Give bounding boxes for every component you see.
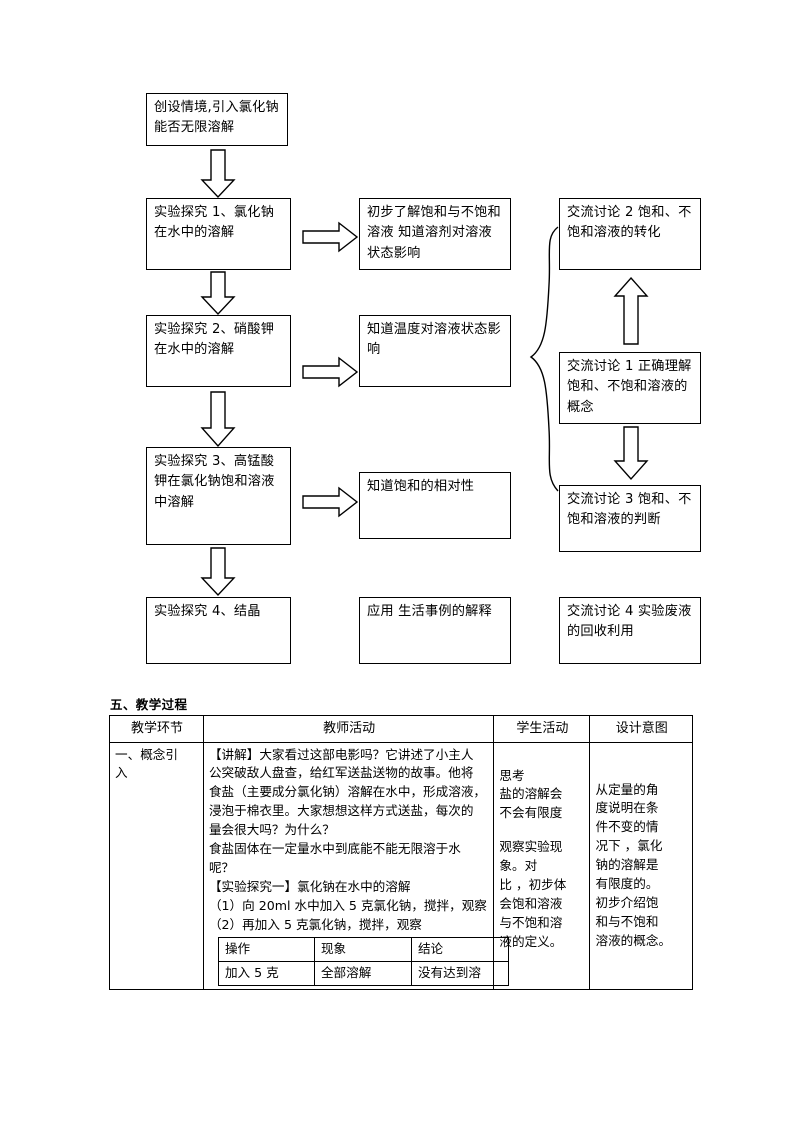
- flow-box-outcome-3: 知道饱和的相对性: [359, 472, 511, 539]
- stage-line: 一、概念引: [115, 746, 178, 762]
- flow-box-experiment-2: 实验探究 2、硝酸钾在水中的溶解: [146, 315, 291, 387]
- intent-line: 况下 ，氯化: [595, 838, 663, 854]
- cell-design-intent: 从定量的角 度说明在条 件不变的情 况下 ，氯化 钠的溶解是 有限度的。 初步介…: [589, 741, 693, 991]
- inner-cell-phenomenon: 全部溶解: [313, 961, 412, 987]
- flow-box-discussion-4: 交流讨论 4 实验废液的回收利用: [559, 597, 701, 664]
- intent-line: 从定量的角: [595, 781, 659, 797]
- teacher-line: 公突破敌人盘查，给红军送盐送物的故事。他将: [208, 765, 474, 781]
- inner-cell-conclusion: 没有达到溶: [410, 961, 509, 987]
- header-intent: 设计意图: [589, 715, 693, 743]
- cell-teaching-stage: 一、概念引 入: [109, 741, 204, 991]
- inner-table-header-row: 操作 现象 结论: [217, 937, 509, 963]
- teacher-line: 食盐固体在一定量水中到底能不能无限溶于水: [208, 840, 461, 856]
- intent-line: 度说明在条: [595, 800, 659, 816]
- arrow-down-exp2-to-exp3: [200, 391, 236, 448]
- arrow-down-exp3-to-exp4: [200, 547, 236, 597]
- flow-box-experiment-4: 实验探究 4、结晶: [146, 597, 291, 664]
- section-heading: 五、教学过程: [110, 697, 188, 712]
- student-line: 比 ，初步体: [499, 876, 567, 892]
- teacher-line: （2）再加入 5 克氯化钠，搅拌，观察: [208, 916, 422, 932]
- student-line: 不会有限度: [499, 805, 563, 821]
- teacher-line: 呢？: [208, 859, 235, 875]
- flow-box-discussion-3: 交流讨论 3 饱和、不饱和溶液的判断: [559, 485, 701, 552]
- inner-header-operation: 操作: [217, 937, 315, 963]
- flow-box-experiment-3: 实验探究 3、高锰酸钾在氯化钠饱和溶液中溶解: [146, 447, 291, 545]
- header-stage: 教学环节: [109, 715, 204, 743]
- inner-cell-operation: 加入 5 克: [217, 961, 315, 987]
- intent-line: 有限度的。: [595, 875, 659, 891]
- flow-box-intro: 创设情境,引入氯化钠能否无限溶解: [146, 93, 288, 146]
- header-student: 学生活动: [493, 715, 591, 743]
- student-line: 象。对: [499, 858, 538, 874]
- intent-line: 件不变的情: [595, 819, 659, 835]
- student-line: 盐的溶解会: [499, 786, 563, 802]
- lesson-plan-table: 教学环节 教师活动 学生活动 设计意图 一、概念引 入 【讲解】大家看过这部电影…: [109, 715, 693, 991]
- teacher-line: （1）向 20ml 水中加入 5 克氯化钠，搅拌，观察: [208, 897, 487, 913]
- teacher-line: 【讲解】大家看过这部电影吗？它讲述了小主人: [208, 746, 474, 762]
- teacher-line: 食盐（主要成分氯化钠）溶解在水中，形成溶液，: [208, 784, 487, 800]
- arrow-down-exp1-to-exp2: [200, 271, 236, 316]
- student-line: 思考: [499, 767, 525, 783]
- teacher-line: 【实验探究一】氯化钠在水中的溶解: [208, 878, 411, 894]
- cell-teacher-activity: 【讲解】大家看过这部电影吗？它讲述了小主人 公突破敌人盘查，给红军送盐送物的故事…: [202, 741, 509, 991]
- experiment-observation-table: 操作 现象 结论 加入 5 克 全部溶解 没有达到溶: [217, 937, 509, 987]
- flow-box-discussion-2: 交流讨论 2 饱和、不饱和溶液的转化: [559, 198, 701, 270]
- table-header-row: 教学环节 教师活动 学生活动 设计意图: [109, 715, 693, 743]
- inner-header-conclusion: 结论: [410, 937, 509, 963]
- header-teacher: 教师活动: [202, 715, 495, 743]
- table-row: 一、概念引 入 【讲解】大家看过这部电影吗？它讲述了小主人 公突破敌人盘查，给红…: [109, 741, 693, 991]
- flow-box-outcome-2: 知道温度对溶液状态影响: [359, 315, 511, 387]
- arrow-right-exp2-to-out2: [302, 356, 359, 388]
- intent-line: 钠的溶解是: [595, 857, 659, 873]
- student-line: 会饱和溶液: [499, 895, 563, 911]
- flow-box-outcome-4: 应用 生活事例的解释: [359, 597, 511, 664]
- teacher-line: 量会很大吗？为什么？: [208, 822, 335, 838]
- cell-student-activity: 思考 盐的溶解会 不会有限度 观察实验现 象。对 比 ，初步体 会饱和溶液 与不…: [493, 741, 591, 991]
- inner-header-phenomenon: 现象: [313, 937, 412, 963]
- stage-line: 入: [115, 765, 128, 781]
- arrow-down-disc1-to-disc3: [613, 426, 649, 481]
- arrow-right-exp3-to-out3: [302, 486, 359, 518]
- flow-box-outcome-1: 初步了解饱和与不饱和溶液 知道溶剂对溶液状态影响: [359, 198, 511, 270]
- curly-brace-connector: [529, 226, 559, 492]
- teacher-line: 浸泡于棉衣里。大家想想这样方式送盐，每次的: [208, 803, 474, 819]
- student-line: 与不饱和溶: [499, 914, 563, 930]
- student-line: 液的定义。: [499, 933, 563, 949]
- inner-table-row: 加入 5 克 全部溶解 没有达到溶: [217, 961, 509, 987]
- student-spacer: [499, 823, 585, 838]
- intent-line: 和与不饱和: [595, 913, 659, 929]
- flow-box-experiment-1: 实验探究 1、氯化钠在水中的溶解: [146, 198, 291, 270]
- flow-box-discussion-1: 交流讨论 1 正确理解饱和、不饱和溶液的概念: [559, 352, 701, 424]
- intent-line: 初步介绍饱: [595, 894, 659, 910]
- arrow-up-disc1-to-disc2: [613, 276, 649, 345]
- intent-line: 溶液的概念。: [595, 932, 672, 948]
- student-line: 观察实验现: [499, 839, 563, 855]
- teaching-process-flowchart: 创设情境,引入氯化钠能否无限溶解 实验探究 1、氯化钠在水中的溶解 实验探究 2…: [146, 93, 701, 664]
- arrow-down-intro-to-exp1: [200, 149, 236, 199]
- arrow-right-exp1-to-out1: [302, 221, 359, 253]
